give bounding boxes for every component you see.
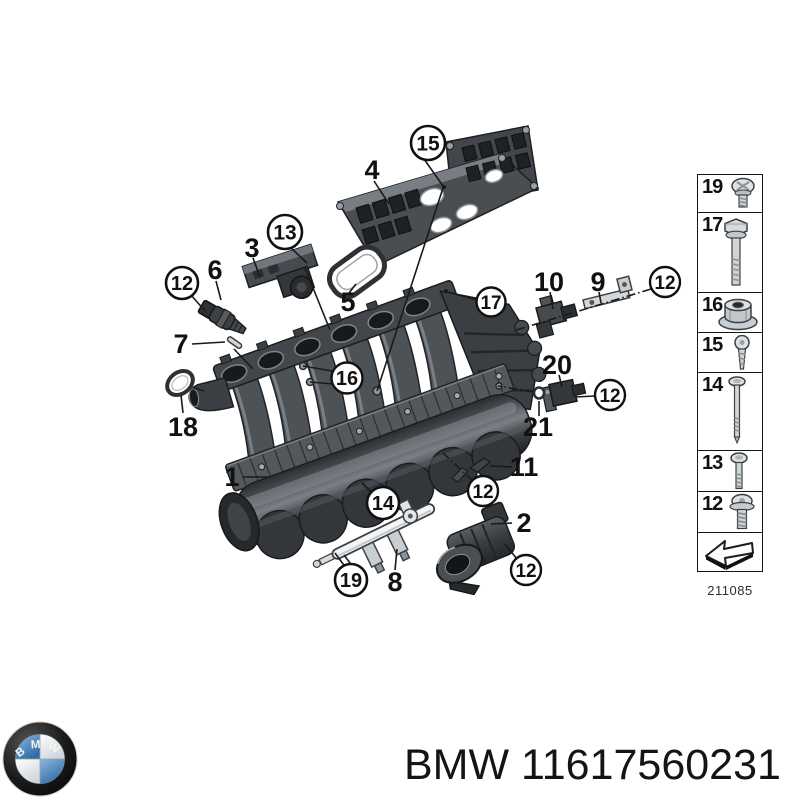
legend-item-16: 16 [697,292,763,333]
legend-item-label: 17 [702,213,723,236]
support-bracket-9 [582,275,633,310]
svg-text:17: 17 [480,293,501,314]
svg-text:12: 12 [515,561,536,582]
label-10: 10 [534,267,564,297]
legend-item-label: 15 [702,333,723,356]
svg-text:14: 14 [372,493,395,515]
legend-item-17: 17 [697,211,763,294]
label-9: 9 [590,267,605,297]
intake-ports [220,297,431,384]
sensor-10 [535,294,579,339]
manifold-ledge [225,363,515,492]
legend-item-label: 14 [702,374,723,396]
stud-bolt-icon [730,451,748,489]
part-number-labels: 4 3 6 5 7 18 1 8 10 9 20 21 11 2 [168,155,606,597]
label-6: 6 [207,255,222,285]
manifold-snout [188,377,235,412]
callout-13: 13 [266,213,304,251]
label-7: 7 [173,329,188,359]
svg-text:19: 19 [340,570,362,592]
ledge-bolts [258,372,503,471]
label-5: 5 [340,287,355,317]
legend-item-13: 13 [697,449,763,493]
legend-item-12: 12 [697,491,763,533]
sensor-20 [540,378,587,413]
callout-17: 17 [475,286,507,318]
callout-14: 14 [365,485,401,521]
callout-12-a: 12 [164,265,200,301]
legend-arrow-box [697,531,763,572]
legend-item-label: 19 [702,176,723,198]
injector [386,528,411,562]
callout-12-e: 12 [509,553,543,587]
long-stretch-bolt-icon [728,376,746,445]
fastener-legend: 19 17 16 [697,174,763,572]
flange-nut-icon [718,298,758,331]
svg-text:12: 12 [599,386,620,407]
svg-text:12: 12 [171,273,193,295]
o-ring-18 [165,369,195,397]
callout-12-b: 12 [648,265,682,299]
svg-text:15: 15 [416,133,440,156]
label-2: 2 [516,508,531,538]
callout-12-d: 12 [466,474,500,508]
label-8: 8 [387,567,402,597]
clip-11 [451,457,492,483]
intake-manifold [188,280,547,560]
label-18: 18 [168,412,198,442]
sensor-pin [226,336,243,349]
svg-text:13: 13 [273,222,296,245]
legend-item-label: 13 [702,451,723,474]
bmw-logo: BMW [2,721,78,797]
legend-item-label: 12 [702,493,723,515]
manifold-top-flange [212,280,460,392]
svg-text:12: 12 [472,482,493,503]
hex-flange-bolt-icon [724,217,748,286]
leader-lines [180,158,652,571]
camshaft-sensor [197,299,247,335]
legend-item-19: 19 [697,174,763,213]
part-number-text: BMW 11617560231 [404,741,781,789]
label-11: 11 [510,452,539,482]
o-ring-21 [532,386,546,400]
circled-callouts: 15 13 12 17 12 16 12 12 [164,124,682,598]
svg-text:16: 16 [336,368,358,390]
label-4: 4 [364,155,379,185]
legend-item-14: 14 [697,372,763,451]
profile-gasket [326,244,388,300]
label-21: 21 [523,412,553,442]
label-1: 1 [224,462,239,492]
legend-item-15: 15 [697,331,763,374]
direction-arrow-icon [705,539,754,570]
injector [361,541,386,574]
self-tapping-screw-icon [734,334,750,370]
drawing-number: 211085 [707,583,753,598]
legend-item-label: 16 [702,294,723,316]
label-3: 3 [244,233,259,263]
collar-screw-icon [729,493,755,530]
callout-12-c: 12 [593,378,627,412]
cover-bracket [336,125,540,267]
pan-head-screw-icon [731,177,755,208]
label-20: 20 [542,350,572,380]
throttle-body [435,501,516,596]
injector-rail [312,498,436,574]
svg-text:12: 12 [654,273,675,294]
manifold-runners [230,307,461,471]
manifold-head-flange [439,290,547,411]
callout-16: 16 [330,361,364,395]
callout-15: 15 [409,124,447,162]
callout-19: 19 [333,562,369,598]
